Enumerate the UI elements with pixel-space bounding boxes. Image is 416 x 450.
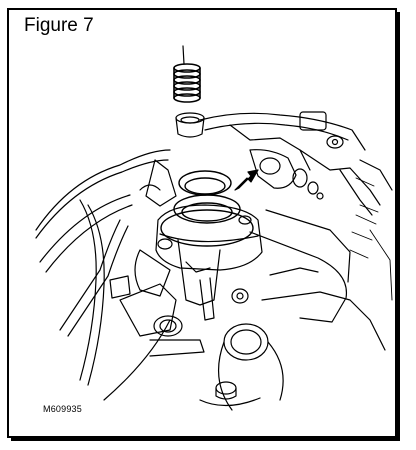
valve-spring (174, 64, 200, 102)
frame-shadow-bottom (11, 438, 400, 441)
figure-title: Figure 7 (24, 15, 94, 36)
spring-cup (176, 113, 204, 137)
engine-illustration (9, 40, 395, 432)
direction-arrow-icon (235, 170, 258, 190)
leader-line (183, 46, 184, 64)
upper-right-components (200, 112, 392, 215)
right-shading (350, 178, 392, 300)
housing-block (135, 160, 262, 320)
hoses-left (36, 150, 170, 400)
lower-left-fitting (110, 276, 204, 356)
seal-rings (161, 171, 253, 246)
reference-code: M609935 (43, 404, 82, 414)
bottom-bolt (200, 382, 260, 406)
frame-shadow-right (397, 12, 400, 440)
cylinder-housing (219, 210, 385, 410)
